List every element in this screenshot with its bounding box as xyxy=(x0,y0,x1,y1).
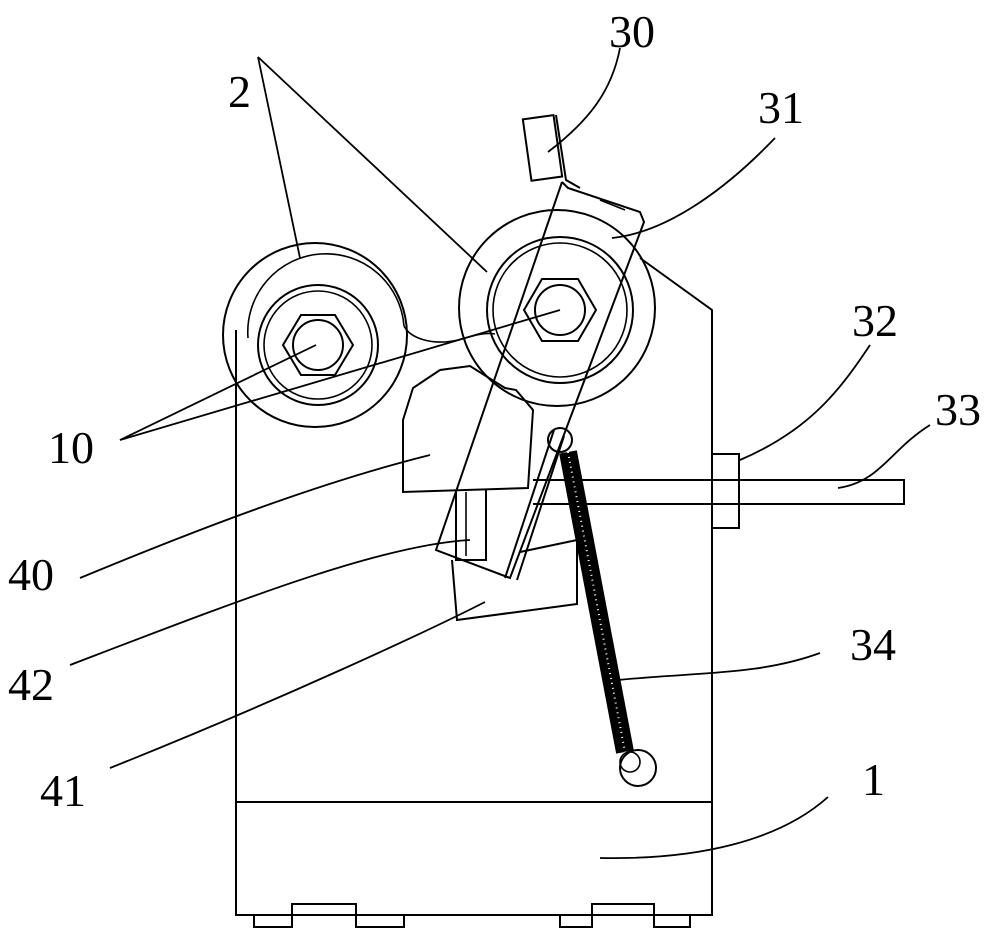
label-33: 33 xyxy=(935,384,981,435)
label-31: 31 xyxy=(758,82,804,133)
label-42: 42 xyxy=(8,659,54,710)
label-32: 32 xyxy=(852,295,898,346)
label-30: 30 xyxy=(609,6,655,57)
leader-lines xyxy=(69,47,931,860)
block-30 xyxy=(521,113,564,182)
nut-32 xyxy=(711,453,740,529)
base-body xyxy=(235,257,713,928)
label-41: 41 xyxy=(40,765,86,816)
right-hex-nut xyxy=(522,278,598,342)
reference-labels: 2 30 31 32 33 10 40 42 41 34 1 xyxy=(8,6,981,816)
label-1: 1 xyxy=(862,754,885,805)
label-10: 10 xyxy=(48,422,94,473)
block-42 xyxy=(455,490,487,561)
right-shaft xyxy=(534,284,586,336)
block-40 xyxy=(402,364,535,494)
block-41 xyxy=(451,538,578,622)
left-hex-nut xyxy=(281,314,355,376)
base-foot-left xyxy=(253,903,405,928)
label-34: 34 xyxy=(850,619,896,670)
left-shaft xyxy=(292,319,344,371)
spring-34 xyxy=(559,450,657,787)
right-roller-wheel xyxy=(458,209,656,407)
lever-link xyxy=(504,427,573,581)
base-foot-right xyxy=(404,903,691,928)
spring-anchor-pin xyxy=(619,749,657,787)
label-2: 2 xyxy=(228,66,251,117)
pivot-arm xyxy=(434,113,646,580)
left-roller-wheel xyxy=(222,242,496,428)
label-40: 40 xyxy=(8,549,54,600)
rod-33 xyxy=(533,479,905,505)
